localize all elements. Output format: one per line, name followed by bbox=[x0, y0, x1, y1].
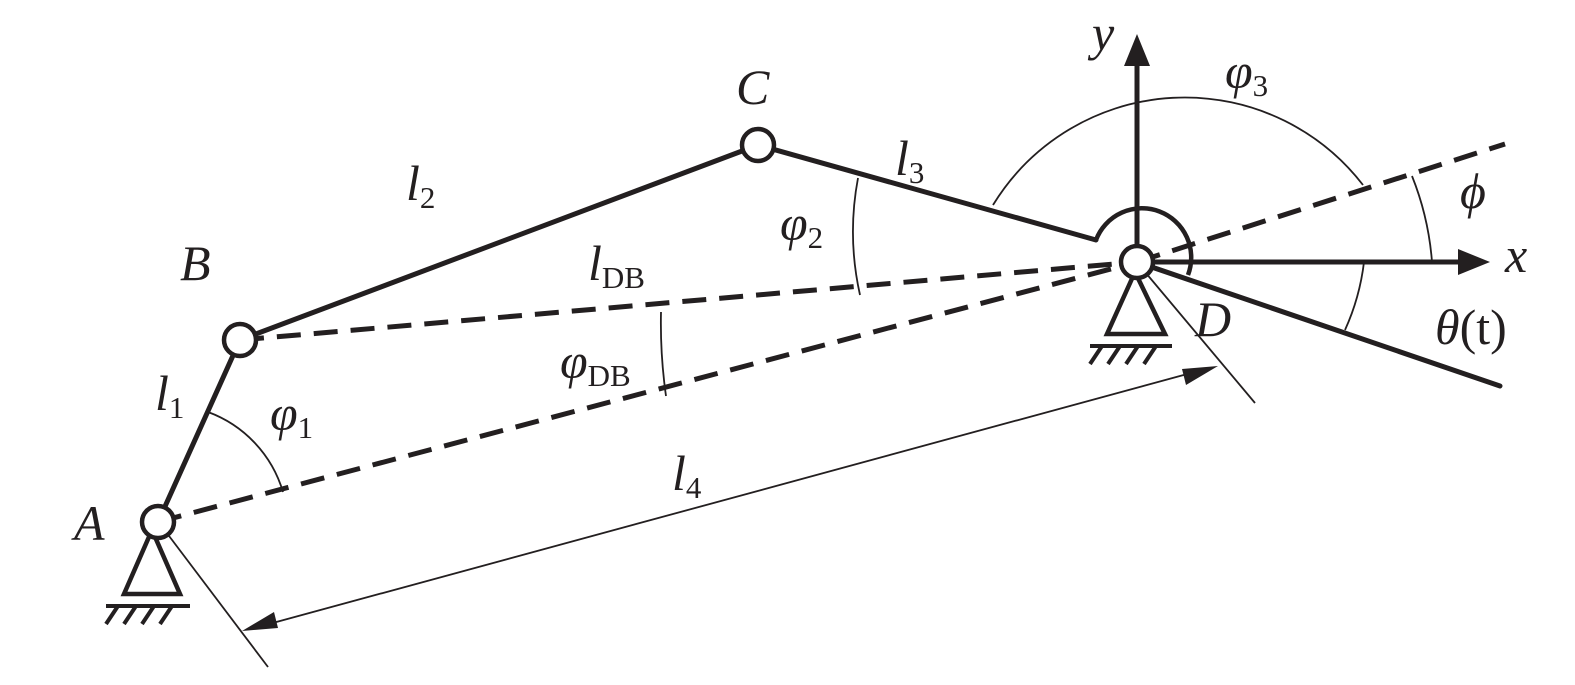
arc-phi3 bbox=[992, 96, 1364, 206]
link-l3-C-D bbox=[755, 142, 1099, 243]
label-phi: ϕ bbox=[1460, 163, 1486, 219]
dimension-line-l4 bbox=[257, 369, 1203, 628]
link-l2-B-C bbox=[237, 142, 761, 343]
arc-phi bbox=[1411, 175, 1433, 263]
label-point-D: D bbox=[1194, 291, 1231, 347]
reference-line-phi bbox=[1136, 141, 1506, 265]
joint-B bbox=[221, 321, 259, 359]
label-l1: l1 bbox=[155, 365, 184, 425]
label-phiDB: φDB bbox=[560, 333, 631, 393]
label-y-axis: y bbox=[1087, 5, 1115, 61]
extension-line-D bbox=[1139, 265, 1256, 404]
line-B-to-D-lDB bbox=[239, 259, 1138, 343]
label-phi1: φ1 bbox=[270, 385, 313, 445]
label-theta: θ(t) bbox=[1435, 299, 1507, 355]
label-phi2: φ2 bbox=[780, 195, 823, 255]
label-point-B: B bbox=[180, 235, 211, 291]
joint-A bbox=[139, 503, 177, 541]
joint-C bbox=[739, 126, 777, 164]
label-lDB: lDB bbox=[588, 235, 645, 295]
label-l2: l2 bbox=[406, 155, 435, 215]
joint-D bbox=[1118, 243, 1156, 281]
ground-support-A bbox=[104, 524, 190, 626]
label-point-C: C bbox=[736, 59, 770, 115]
ground-support-D bbox=[1088, 206, 1194, 366]
extension-line-A bbox=[159, 523, 269, 668]
link-l1-A-B bbox=[155, 337, 243, 525]
y-axis-arrow bbox=[1124, 34, 1150, 66]
arc-theta bbox=[1344, 261, 1365, 331]
arc-phiDB bbox=[659, 311, 667, 397]
label-phi3: φ3 bbox=[1225, 43, 1268, 103]
label-x-axis: x bbox=[1504, 227, 1527, 283]
line-A-to-D bbox=[157, 259, 1138, 525]
dimension-arrow-left bbox=[242, 612, 278, 631]
label-l4: l4 bbox=[672, 445, 702, 505]
x-axis-arrow bbox=[1458, 249, 1490, 275]
arc-phi1 bbox=[207, 411, 284, 493]
arc-phi2 bbox=[852, 177, 861, 296]
dimension-arrow-right bbox=[1182, 366, 1218, 385]
label-point-A: A bbox=[71, 495, 105, 551]
output-link-D bbox=[1134, 259, 1503, 389]
label-l3: l3 bbox=[895, 130, 924, 190]
